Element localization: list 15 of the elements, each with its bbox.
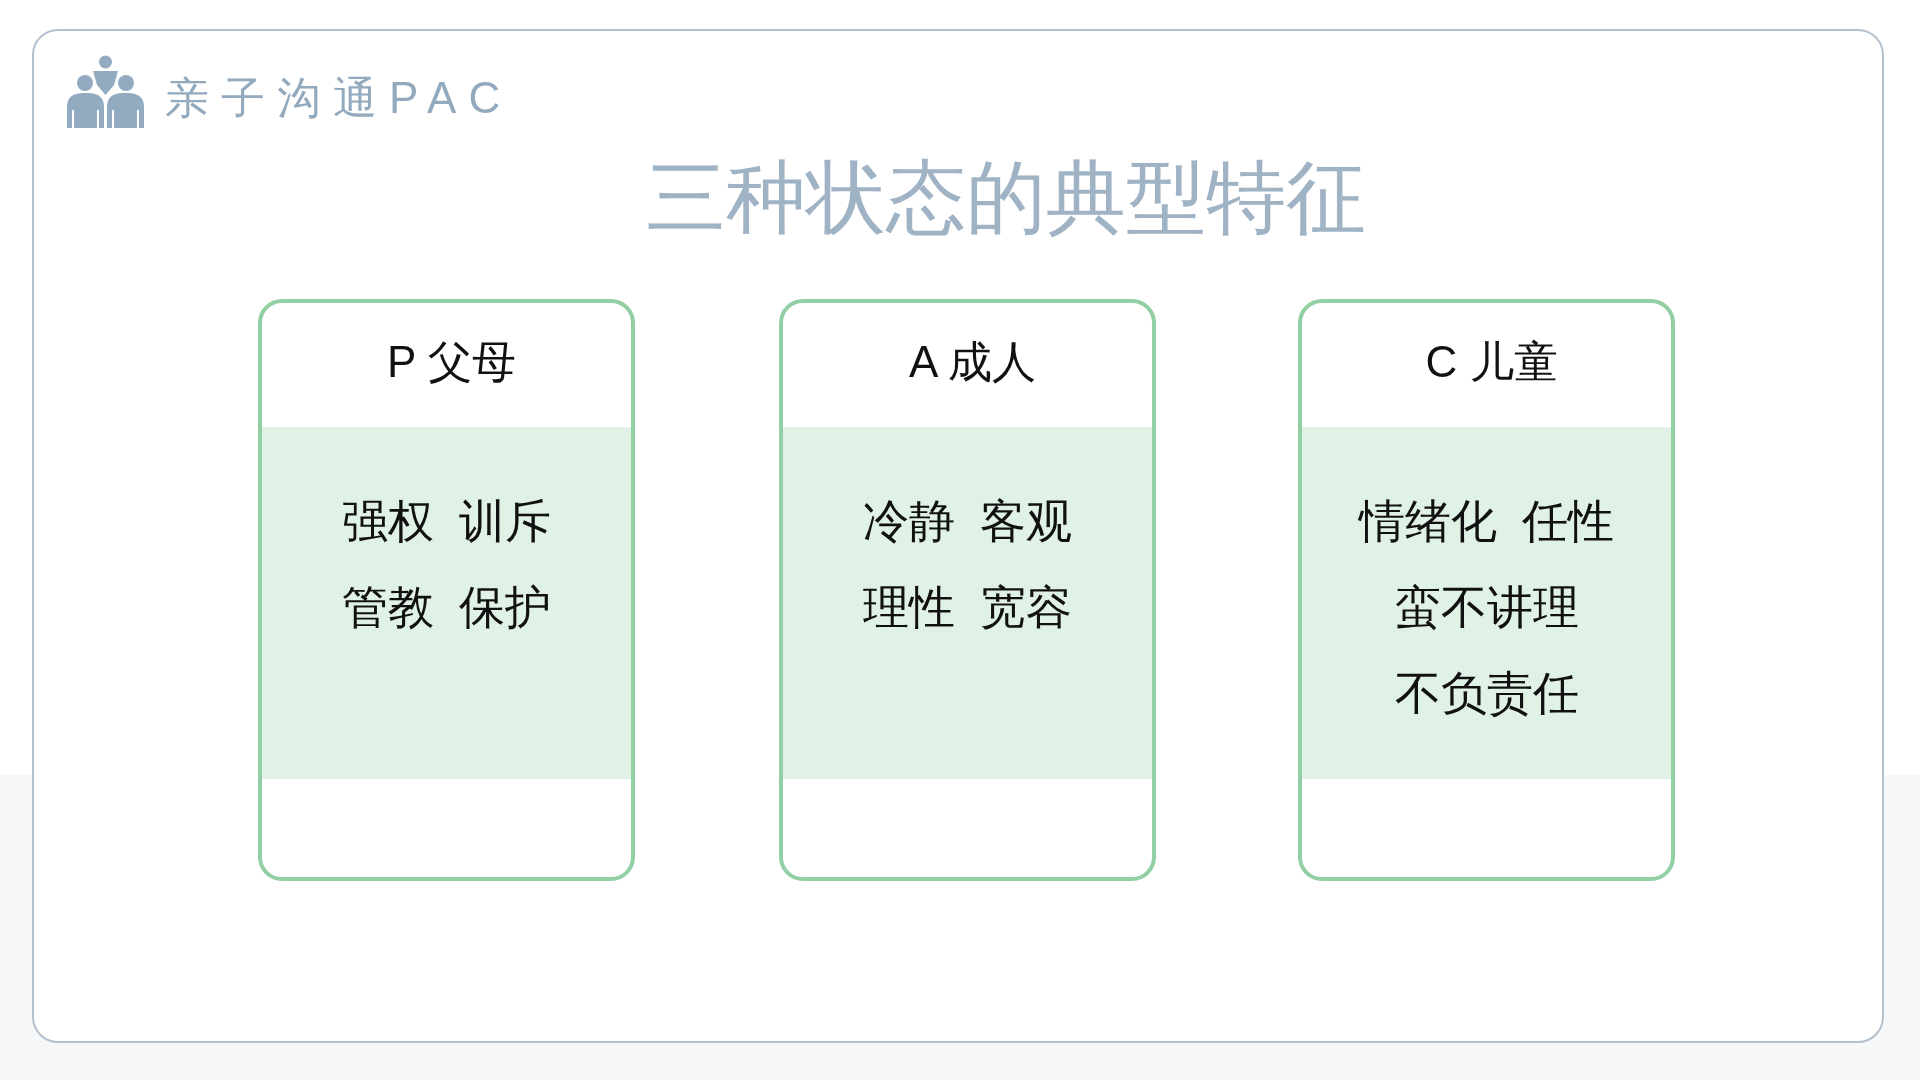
card-text: 理性 宽容 [862,580,1073,635]
card-text: 不负责任 [1394,666,1579,721]
card-heading: C 儿童 [1425,336,1558,388]
card-text: 情绪化 任性 [1358,494,1615,549]
card-heading: P 父母 [387,336,516,388]
card-heading: A 成人 [908,336,1037,388]
card [1298,299,1675,881]
card-text: 管教 保护 [341,580,552,635]
card-text: 冷静 客观 [862,494,1073,549]
card [779,299,1156,881]
card [258,299,635,881]
card-text: 蛮不讲理 [1394,580,1579,635]
card-text: 强权 训斥 [341,494,552,549]
section-label: 亲子沟通PAC [165,72,513,124]
slide-title: 三种状态的典型特征 [646,152,1366,244]
